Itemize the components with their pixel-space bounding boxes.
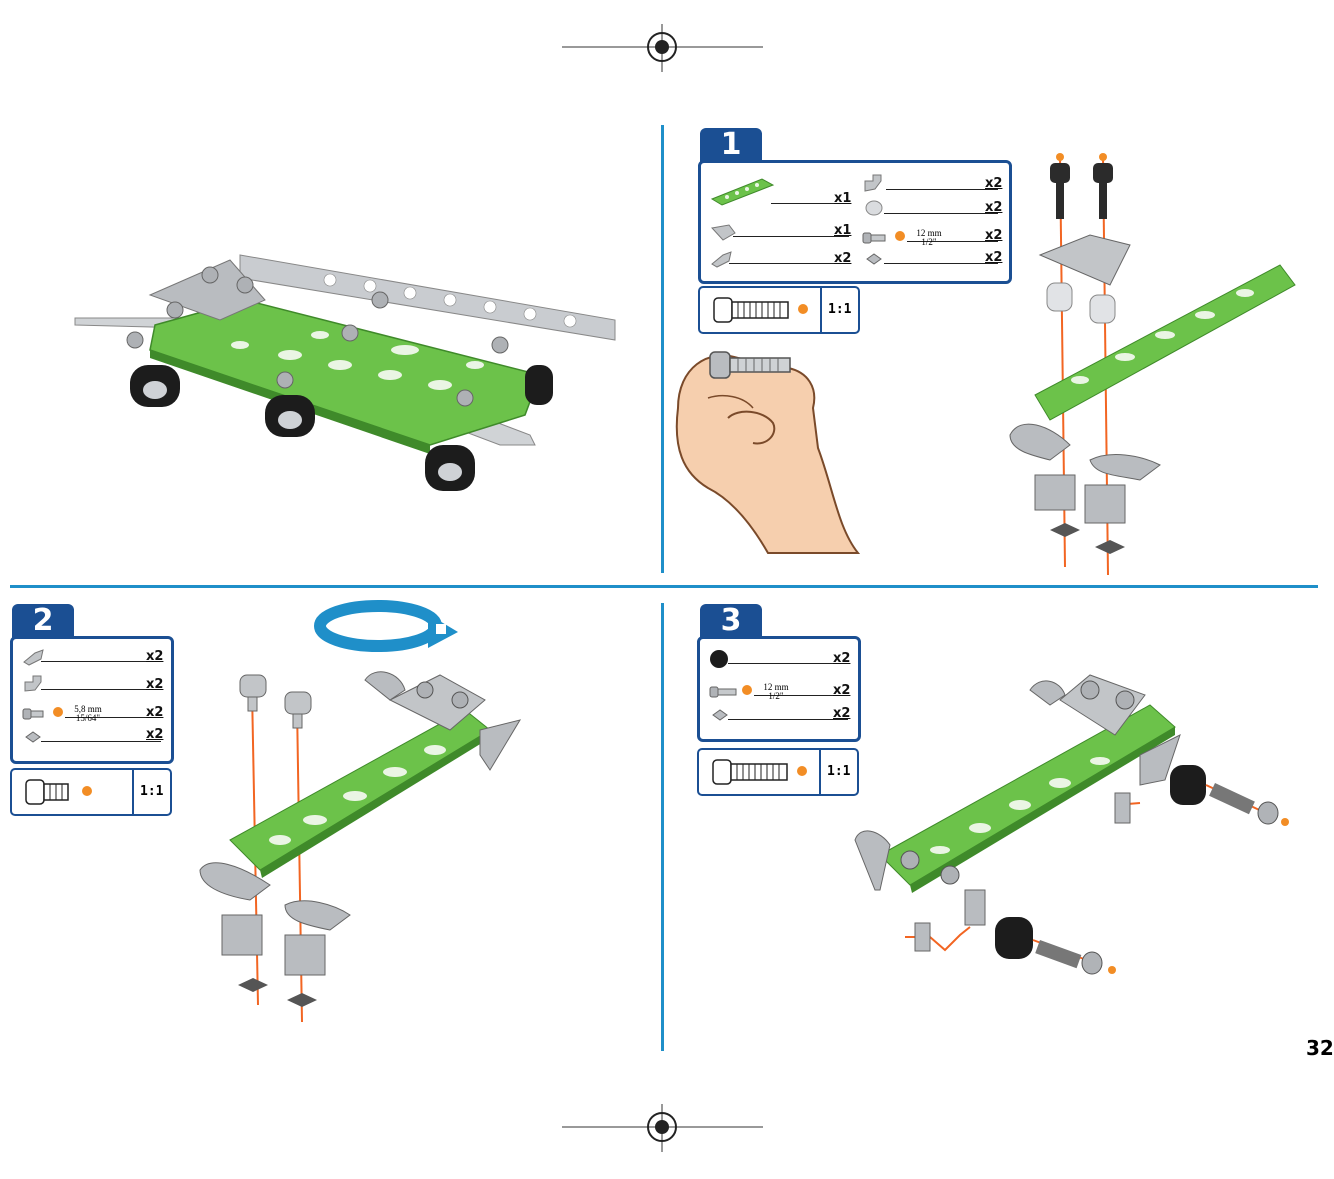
step-2-scale-box: 1:1 bbox=[10, 768, 172, 816]
step-3-parts-list: x2 12 mm 1/2" x2 x2 bbox=[697, 636, 861, 742]
bolt-length-mm: 12 mm bbox=[916, 228, 942, 238]
bolt-marker-icon bbox=[797, 766, 807, 776]
step-3-scale-box: 1:1 bbox=[697, 748, 859, 796]
triangle-plate-part-icon bbox=[711, 224, 736, 241]
angle-bracket-part-icon bbox=[864, 174, 882, 192]
part-qty: x2 bbox=[985, 176, 1003, 191]
rotate-arrow-icon bbox=[314, 600, 458, 652]
part-line bbox=[41, 741, 161, 742]
bolt-length-label: 12 mm 1/2" bbox=[758, 683, 794, 701]
part-qty: x2 bbox=[985, 200, 1003, 215]
nut-part-icon bbox=[866, 253, 882, 265]
step-1-tab: 1 bbox=[700, 128, 762, 162]
part-qty: x2 bbox=[146, 677, 164, 692]
bolt-part-icon bbox=[709, 686, 737, 698]
step-2-parts-list: x2 x2 5,8 mm 15/64" x2 x2 bbox=[10, 636, 174, 764]
bolt-marker-icon bbox=[798, 304, 808, 314]
part-line bbox=[728, 663, 848, 664]
part-qty: x2 bbox=[833, 651, 851, 666]
part-line bbox=[907, 241, 998, 242]
page-number: 32 bbox=[1306, 1036, 1334, 1060]
part-line bbox=[729, 263, 849, 264]
bolt-length-label: 12 mm 1/2" bbox=[911, 229, 947, 247]
angle-bracket-part-icon bbox=[23, 649, 44, 666]
bolt-part-icon bbox=[862, 232, 886, 244]
vertical-divider-top bbox=[661, 125, 664, 573]
bolt-scale-icon bbox=[25, 779, 69, 805]
part-line bbox=[884, 263, 998, 264]
hand-holding-bolt-illustration bbox=[675, 351, 861, 554]
step-3-assembly-illustration bbox=[854, 674, 1289, 975]
bolt-marker-icon bbox=[895, 231, 905, 241]
bolt-scale-icon bbox=[713, 297, 789, 323]
green-strip-part-icon bbox=[710, 178, 775, 206]
bolt-marker-icon bbox=[53, 707, 63, 717]
bolt-marker-icon bbox=[82, 786, 92, 796]
step-2-assembly-illustration bbox=[199, 671, 522, 1023]
scale-divider bbox=[819, 750, 821, 794]
bolt-marker-icon bbox=[742, 685, 752, 695]
part-qty: x2 bbox=[146, 705, 164, 720]
angle-bracket-part-icon bbox=[24, 675, 42, 692]
bolt-scale-icon bbox=[712, 759, 788, 785]
part-line bbox=[65, 717, 161, 718]
registration-mark-top bbox=[562, 24, 763, 72]
scale-divider bbox=[820, 288, 822, 332]
part-qty: x2 bbox=[833, 683, 851, 698]
scale-ratio: 1:1 bbox=[827, 764, 851, 779]
bolt-length-mm: 5,8 mm bbox=[74, 704, 102, 714]
part-qty: x2 bbox=[146, 727, 164, 742]
scale-divider bbox=[132, 770, 134, 814]
wheel-part-icon bbox=[710, 650, 728, 668]
part-line bbox=[728, 719, 848, 720]
part-line bbox=[41, 689, 161, 690]
bolt-part-icon bbox=[22, 708, 44, 720]
step-1-parts-list: x1 x1 x2 x2 x2 12 mm 1/2" x2 x2 bbox=[698, 160, 1012, 284]
part-qty: x2 bbox=[833, 706, 851, 721]
part-line bbox=[754, 695, 848, 696]
scale-ratio: 1:1 bbox=[140, 784, 164, 799]
finished-model-illustration bbox=[74, 254, 616, 491]
part-qty: x2 bbox=[985, 228, 1003, 243]
bolt-length-inch: 1/2" bbox=[921, 237, 937, 247]
nut-part-icon bbox=[25, 731, 41, 743]
part-qty: x2 bbox=[146, 649, 164, 664]
bolt-length-label: 5,8 mm 15/64" bbox=[68, 705, 108, 723]
part-line bbox=[886, 189, 998, 190]
part-line bbox=[884, 213, 998, 214]
step-2-tab: 2 bbox=[12, 604, 74, 638]
step-1-assembly-illustration bbox=[1009, 153, 1296, 576]
step-3-tab: 3 bbox=[700, 604, 762, 638]
bolt-length-mm: 12 mm bbox=[763, 682, 789, 692]
scale-ratio: 1:1 bbox=[828, 302, 852, 317]
part-qty: x2 bbox=[985, 250, 1003, 265]
step-1-scale-box: 1:1 bbox=[698, 286, 860, 334]
spacer-part-icon bbox=[865, 200, 883, 216]
nut-part-icon bbox=[712, 709, 728, 721]
angle-bracket-part-icon bbox=[711, 251, 732, 268]
vertical-divider-bottom bbox=[661, 603, 664, 1051]
part-qty: x1 bbox=[834, 191, 852, 206]
registration-mark-bottom bbox=[562, 1104, 763, 1152]
part-line bbox=[41, 661, 161, 662]
part-line bbox=[771, 203, 849, 204]
part-line bbox=[733, 236, 849, 237]
bolt-length-inch: 15/64" bbox=[75, 713, 101, 723]
bolt-length-inch: 1/2" bbox=[768, 691, 784, 701]
horizontal-divider bbox=[10, 585, 1318, 588]
part-qty: x2 bbox=[834, 251, 852, 266]
part-qty: x1 bbox=[834, 223, 852, 238]
